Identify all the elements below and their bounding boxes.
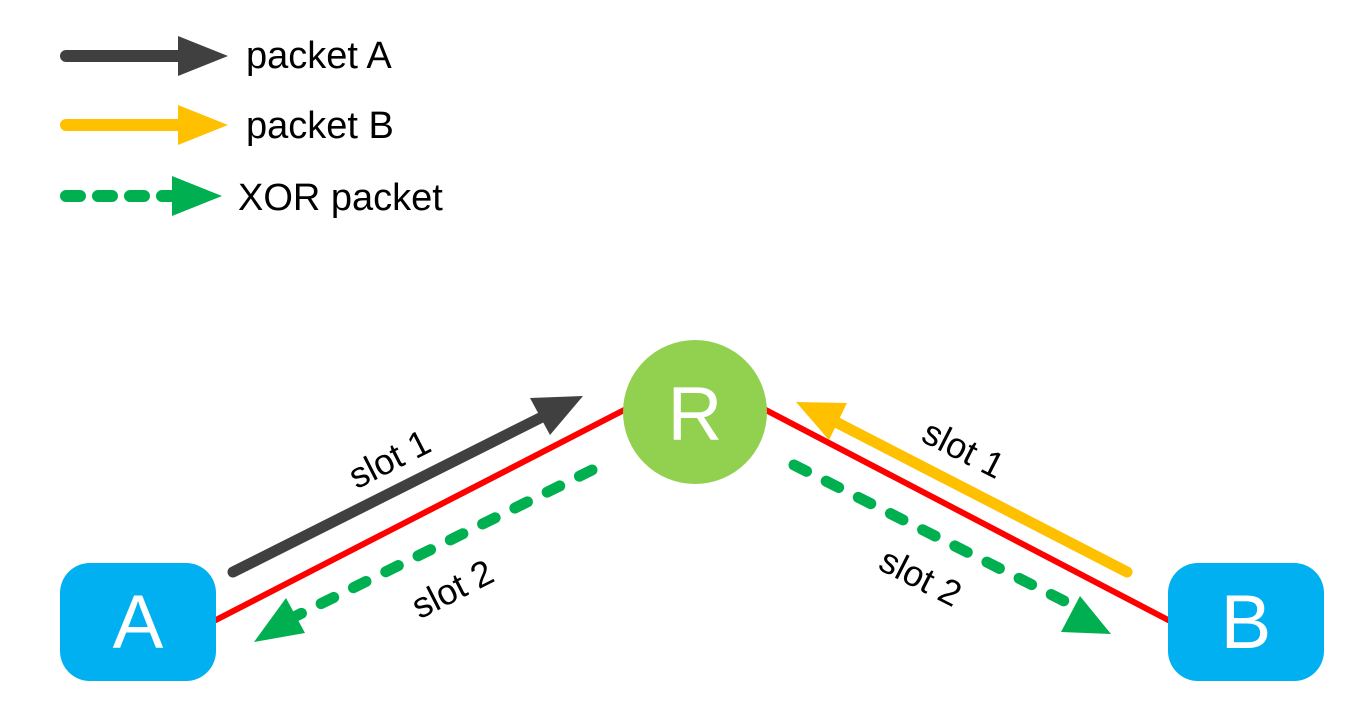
legend-item-xor-packet: XOR packet — [60, 176, 443, 219]
legend-label-xor-packet: XOR packet — [238, 177, 443, 219]
node-a-label: A — [113, 580, 164, 665]
node-a: A — [60, 563, 216, 681]
link-a-r — [210, 405, 630, 625]
legend-label-packet-b: packet B — [246, 105, 394, 147]
slot-label-a-to-r: slot 1 — [342, 421, 437, 497]
packet-a-arrowhead — [530, 396, 583, 435]
packet-a-arrowhead-icon — [178, 36, 228, 76]
legend-item-packet-a: packet A — [60, 35, 392, 77]
node-r-label: R — [668, 372, 723, 457]
packet-b-arrowhead-icon — [178, 105, 228, 145]
legend-label-packet-a: packet A — [246, 35, 392, 77]
xor-packet-arrowhead-to-a — [254, 598, 305, 642]
slot-label-r-to-a: slot 2 — [405, 551, 500, 627]
xor-packet-arrow-to-b — [788, 459, 1084, 614]
node-r: R — [623, 340, 767, 484]
node-a-box — [60, 563, 216, 681]
legend: packet A packet B XOR packet — [60, 35, 443, 219]
legend-item-packet-b: packet B — [60, 105, 394, 147]
xor-packet-arrowhead-icon — [172, 176, 222, 216]
xor-packet-arrowhead-to-b — [1061, 596, 1111, 634]
packet-b-arrowhead — [796, 402, 847, 440]
packet-b-arrow — [822, 412, 1133, 578]
node-b-label: B — [1221, 580, 1272, 665]
node-r-circle — [623, 340, 767, 484]
node-b-box — [1168, 563, 1324, 681]
packet-a-arrow — [227, 404, 562, 578]
link-r-b — [760, 405, 1174, 625]
node-b: B — [1168, 563, 1324, 681]
